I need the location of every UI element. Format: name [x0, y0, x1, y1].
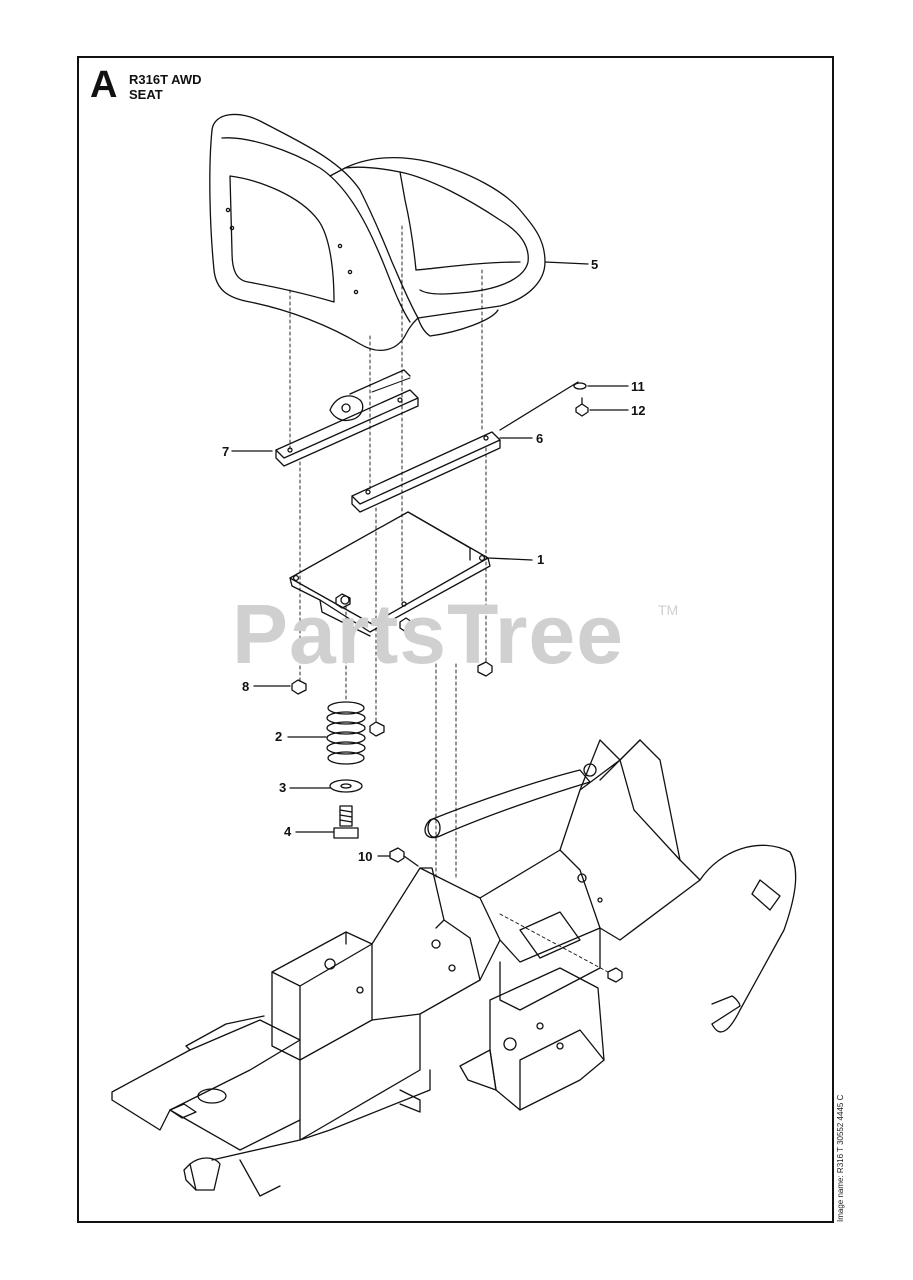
model-name: R316T AWD	[129, 72, 202, 87]
nut-8	[291, 679, 307, 695]
nut-spring-top	[335, 593, 351, 609]
spring-part	[287, 701, 366, 765]
callout-8[interactable]: 8	[242, 679, 250, 694]
callout-6[interactable]: 6	[536, 431, 544, 446]
bolt-10	[389, 847, 405, 863]
nut-12	[575, 403, 589, 417]
section-letter: A	[90, 64, 118, 106]
washer-11	[573, 382, 587, 390]
washer-part	[289, 779, 363, 793]
model-title: R316T AWD SEAT	[129, 72, 201, 102]
bolt-part	[295, 805, 359, 839]
bolt-side	[607, 967, 623, 983]
image-name-label: Image name: R316 T 30552 4445 C	[836, 1094, 845, 1222]
chassis-frame	[111, 739, 797, 1197]
callout-7[interactable]: 7	[222, 444, 230, 459]
nut-right	[477, 661, 493, 677]
slide-rail-right	[351, 381, 579, 513]
nut-lower	[369, 721, 385, 737]
fasteners	[253, 382, 629, 983]
section-title: SEAT	[129, 87, 163, 102]
seat-pan-bracket	[289, 511, 533, 637]
callout-3[interactable]: 3	[279, 780, 287, 795]
nut-center	[399, 617, 413, 633]
diagram-frame	[77, 56, 834, 1223]
callout-5[interactable]: 5	[591, 257, 599, 272]
callout-12[interactable]: 12	[631, 403, 646, 418]
watermark-text: PartsTree	[232, 587, 624, 681]
watermark-trademark: TM	[658, 602, 679, 618]
slide-rail-left	[231, 369, 419, 467]
callout-11[interactable]: 11	[631, 379, 645, 394]
callout-10[interactable]: 10	[358, 849, 373, 864]
callout-1[interactable]: 1	[537, 552, 545, 567]
seat-part	[209, 113, 589, 351]
callout-4[interactable]: 4	[284, 824, 292, 839]
alignment-lines	[289, 225, 487, 881]
leader-lines	[371, 377, 411, 393]
callout-2[interactable]: 2	[275, 729, 283, 744]
